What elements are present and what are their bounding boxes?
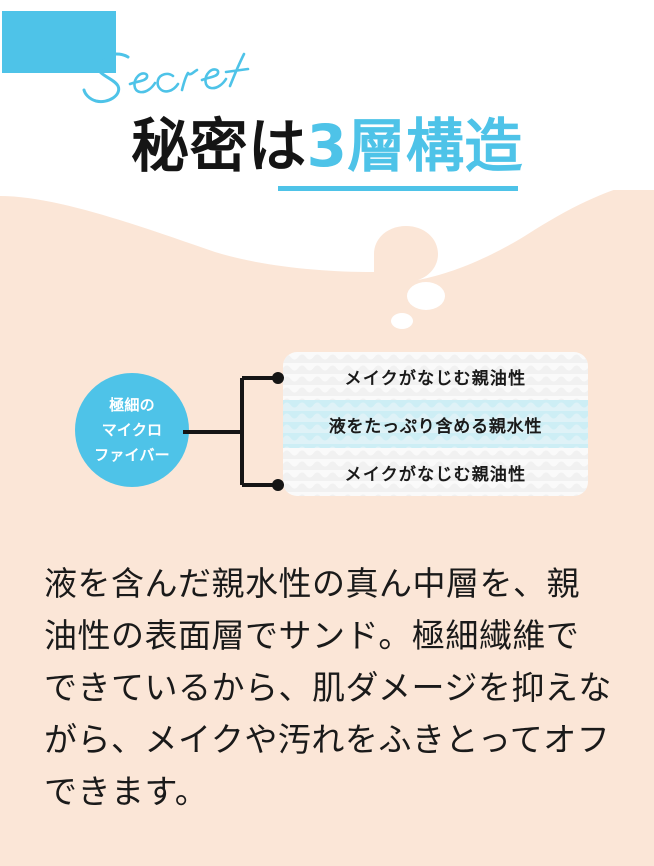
wave-pattern-icon bbox=[283, 400, 588, 448]
connector-dot-bottom bbox=[272, 479, 284, 491]
secret-script-wordmark bbox=[78, 48, 268, 110]
decorative-blue-square bbox=[2, 11, 116, 73]
microfiber-circle-label: 極細の マイクロ ファイバー bbox=[75, 373, 189, 487]
connector-dot-top bbox=[272, 372, 284, 384]
layer-top-label: メイクがなじむ親油性 bbox=[344, 368, 527, 389]
bracket-connector bbox=[183, 366, 293, 496]
layer-middle-label: 液をたっぷり含める親水性 bbox=[328, 416, 543, 437]
title-black-part: 秘密は bbox=[131, 112, 307, 180]
circle-label-line-1: 極細の bbox=[109, 395, 155, 414]
layer-bottom-label: メイクがなじむ親油性 bbox=[344, 464, 527, 485]
page-title: 秘密は3層構造 bbox=[0, 112, 654, 180]
circle-label-line-3: ファイバー bbox=[94, 445, 170, 464]
title-blue-part: 3層構造 bbox=[306, 112, 523, 180]
layer-middle-hydrophilic: 液をたっぷり含める親水性 bbox=[283, 400, 588, 448]
title-underline bbox=[278, 186, 518, 191]
circle-label-line-2: マイクロ bbox=[101, 420, 163, 439]
layer-bottom-oleophilic: メイクがなじむ親油性 bbox=[283, 448, 588, 496]
layer-top-oleophilic: メイクがなじむ親油性 bbox=[283, 352, 588, 400]
wave-pattern-icon bbox=[283, 352, 588, 400]
three-layer-diagram: メイクがなじむ親油性 液をたっぷり含める親水性 bbox=[283, 352, 588, 496]
body-paragraph: 液を含んだ親水性の真ん中層を、親油性の表面層でサンド。極細繊維でできているから、… bbox=[44, 564, 612, 811]
wave-pattern-icon bbox=[283, 448, 588, 496]
